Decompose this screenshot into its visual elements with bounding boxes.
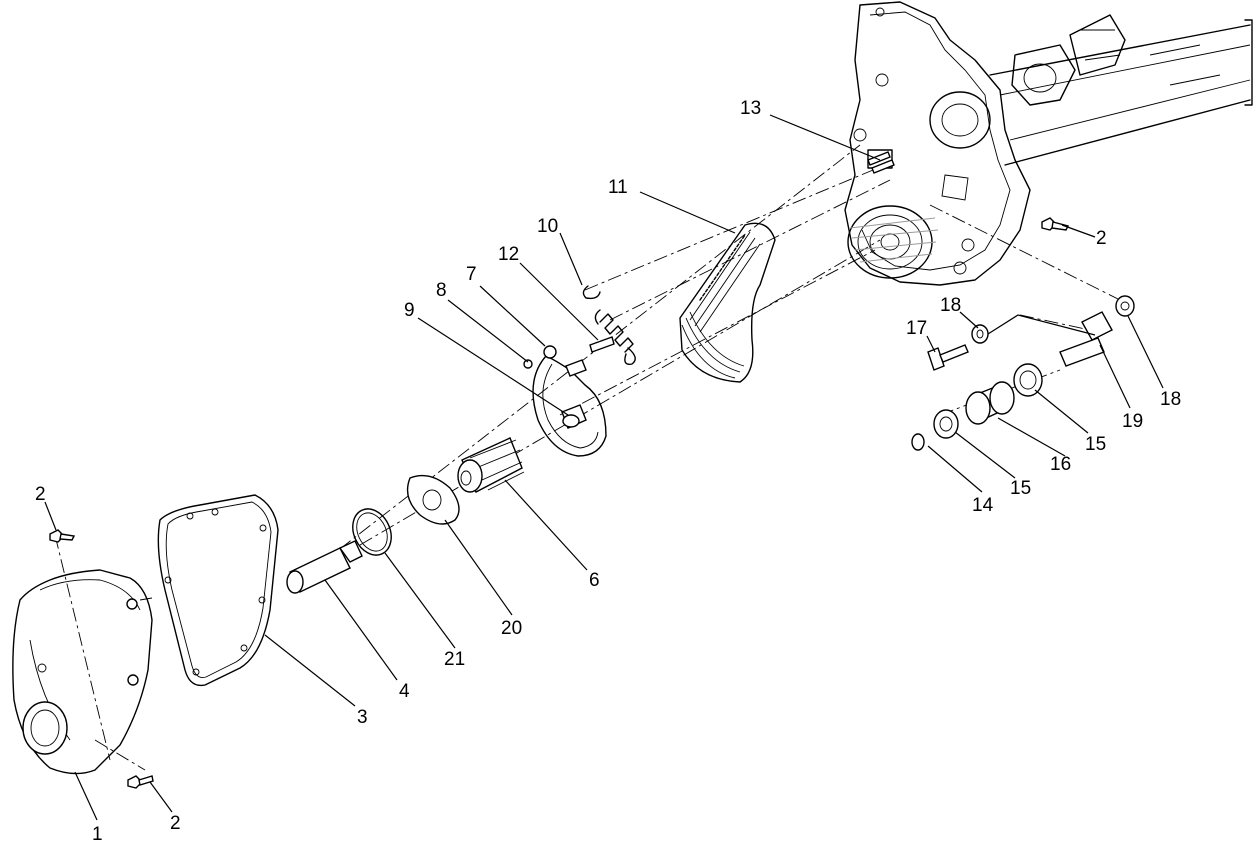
part-12-extension-spring <box>589 309 636 365</box>
part-2-bolt-upper-right <box>1041 217 1070 231</box>
part-17-bolt <box>927 344 969 371</box>
part-11-drive-belt <box>679 222 776 383</box>
callout-15-lower: 15 <box>1010 478 1031 499</box>
callout-19: 19 <box>1122 411 1143 432</box>
callout-21: 21 <box>444 649 465 670</box>
callout-7: 7 <box>466 264 477 285</box>
callout-13: 13 <box>740 98 761 119</box>
callout-17: 17 <box>906 318 927 339</box>
callout-2-upper-right: 2 <box>1096 228 1107 249</box>
transmission-housing <box>844 1 1253 286</box>
leader-lines <box>44 114 1164 821</box>
callout-4: 4 <box>399 681 410 702</box>
callout-2-lower: 2 <box>170 813 181 834</box>
part-18-washer-left <box>971 324 989 344</box>
part-10-hook <box>582 285 601 300</box>
callout-18-upper: 18 <box>940 295 961 316</box>
callout-2-upper-left: 2 <box>35 484 46 505</box>
callout-14: 14 <box>972 495 994 516</box>
part-3-gasket <box>157 494 279 687</box>
callout-8: 8 <box>436 280 447 301</box>
callout-labels: 1 2 2 2 3 4 6 7 8 9 10 11 12 13 14 15 15… <box>35 98 1181 845</box>
callout-15-upper: 15 <box>1085 434 1106 455</box>
part-14-snap-ring <box>911 433 925 451</box>
callout-3: 3 <box>357 707 368 728</box>
part-20-washer <box>406 474 460 525</box>
part-9-idler-shaft <box>561 404 587 429</box>
part-6-pulley-hub <box>457 437 525 493</box>
part-2-bolt-upper-left <box>49 529 76 543</box>
callout-1: 1 <box>92 824 103 845</box>
part-2-bolt-lower <box>127 775 154 789</box>
callout-10: 10 <box>537 216 558 237</box>
part-4-shaft <box>286 540 363 594</box>
callout-16: 16 <box>1050 454 1071 475</box>
part-13-dowel-pins <box>867 151 895 174</box>
part-8-pin <box>523 359 533 369</box>
callout-20: 20 <box>501 618 522 639</box>
part-18-washer-right <box>1115 295 1135 317</box>
callout-18-right: 18 <box>1160 389 1181 410</box>
callout-12: 12 <box>498 244 519 265</box>
part-1-belt-cover <box>12 569 153 775</box>
part-16-idler-pulley <box>965 381 1015 425</box>
callout-9: 9 <box>404 300 415 321</box>
part-15-bearing-left <box>933 409 959 439</box>
part-21-o-ring <box>352 508 392 556</box>
part-15-bearing-right <box>1013 363 1043 397</box>
callout-6: 6 <box>589 570 600 591</box>
part-19-idler-spindle <box>1059 311 1113 367</box>
callout-11: 11 <box>608 177 628 198</box>
part-7-idler-arm <box>532 345 607 457</box>
assembly-centerlines <box>54 144 1121 771</box>
